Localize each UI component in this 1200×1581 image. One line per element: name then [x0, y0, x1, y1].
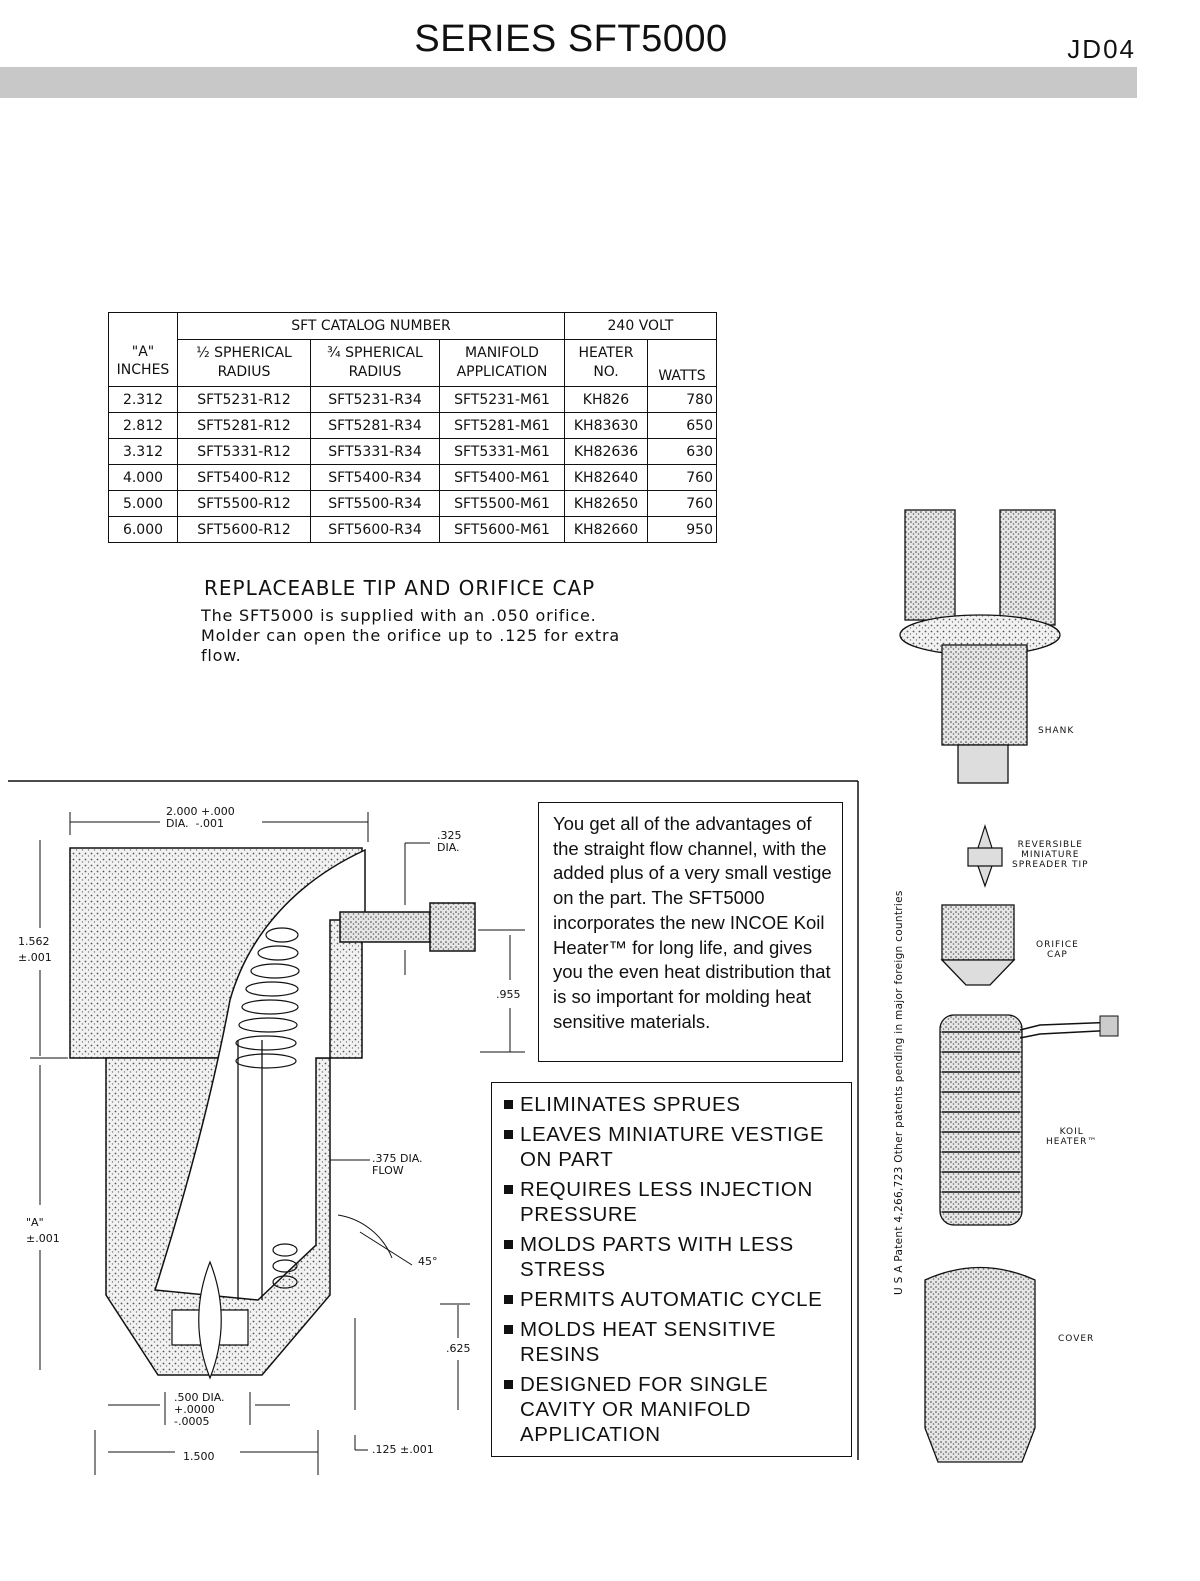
advantages-text: You get all of the advantages of the str…	[553, 813, 832, 1032]
feature-text: LEAVES MINIATURE VESTIGE ON PART	[520, 1123, 825, 1171]
replaceable-title: REPLACEABLE TIP AND ORIFICE CAP	[204, 576, 596, 600]
table-cell: SFT5500-R12	[177, 490, 311, 517]
col-half-spherical: ½ SPHERICAL RADIUS	[177, 339, 311, 387]
table-cell: 2.812	[108, 412, 178, 439]
advantages-box	[538, 802, 843, 1062]
feature-text: MOLDS PARTS WITH LESS STRESS	[520, 1233, 794, 1281]
table-cell: 6.000	[108, 516, 178, 543]
header-bar	[0, 67, 1137, 98]
dim-1562: 1.562 ±.001	[18, 935, 52, 964]
table-cell: SFT5331-M61	[439, 438, 565, 465]
table-cell: KH82650	[564, 490, 648, 517]
table-cell: SFT5600-R34	[310, 516, 440, 543]
table-cell: KH82660	[564, 516, 648, 543]
feature-item: DESIGNED FOR SINGLE CAVITY OR MANIFOLD A…	[503, 1372, 848, 1447]
dim-1500: 1.500	[183, 1450, 215, 1463]
catalog-table: "A" INCHES SFT CATALOG NUMBER 240 VOLT ½…	[108, 312, 717, 543]
feature-text: ELIMINATES SPRUES	[520, 1093, 741, 1116]
label-spreader-tip: REVERSIBLE MINIATURE SPREADER TIP	[1012, 840, 1089, 870]
bullet-square-icon	[504, 1295, 513, 1304]
col-watts: WATTS	[647, 339, 717, 387]
feature-item: REQUIRES LESS INJECTION PRESSURE	[503, 1177, 848, 1227]
bullet-square-icon	[504, 1185, 513, 1194]
table-cell: SFT5400-R12	[177, 464, 311, 491]
dim-flow-dia: .375 DIA. FLOW	[372, 1152, 423, 1177]
cover-part	[924, 1266, 1036, 1463]
dim-a: "A" ±.001	[26, 1216, 60, 1245]
table-cell: KH82636	[564, 438, 648, 465]
feature-text: PERMITS AUTOMATIC CYCLE	[520, 1288, 823, 1311]
bullet-square-icon	[504, 1240, 513, 1249]
heater-connector	[429, 902, 476, 952]
table-cell: 2.312	[108, 386, 178, 413]
feature-item: MOLDS PARTS WITH LESS STRESS	[503, 1232, 848, 1282]
flow-channel	[237, 1040, 263, 1300]
feature-text: REQUIRES LESS INJECTION PRESSURE	[520, 1178, 813, 1226]
table-cell: 630	[647, 438, 717, 465]
dim-angle: 45°	[418, 1255, 438, 1268]
col-a-inches: "A" INCHES	[108, 312, 178, 387]
feature-item: LEAVES MINIATURE VESTIGE ON PART	[503, 1122, 848, 1172]
shank-part	[899, 509, 1061, 784]
col-manifold: MANIFOLD APPLICATION	[439, 339, 565, 387]
feature-text: MOLDS HEAT SENSITIVE RESINS	[520, 1318, 777, 1366]
table-cell: 3.312	[108, 438, 178, 465]
dimension-lines	[30, 812, 525, 1475]
table-cell: 950	[647, 516, 717, 543]
table-cell: SFT5281-R34	[310, 412, 440, 439]
table-cell: SFT5281-R12	[177, 412, 311, 439]
table-cell: SFT5231-R12	[177, 386, 311, 413]
features-list: ELIMINATES SPRUES LEAVES MINIATURE VESTIG…	[503, 1092, 848, 1452]
feature-text: DESIGNED FOR SINGLE CAVITY OR MANIFOLD A…	[520, 1373, 769, 1446]
table-cell: SFT5231-R34	[310, 386, 440, 413]
feature-item: ELIMINATES SPRUES	[503, 1092, 848, 1117]
group-240-volt: 240 VOLT	[564, 312, 717, 340]
label-cover: COVER	[1058, 1334, 1095, 1344]
bullet-square-icon	[504, 1325, 513, 1334]
page-code: JD04	[1067, 34, 1136, 64]
patent-note: U S A Patent 4,266,723 Other patents pen…	[893, 890, 905, 1295]
table-cell: SFT5331-R12	[177, 438, 311, 465]
feature-item: PERMITS AUTOMATIC CYCLE	[503, 1287, 848, 1312]
feature-item: MOLDS HEAT SENSITIVE RESINS	[503, 1317, 848, 1367]
dim-625: .625	[446, 1342, 471, 1355]
label-koil-heater: KOIL HEATER™	[1046, 1127, 1098, 1147]
cutaway-section	[154, 848, 366, 1301]
features-box	[491, 1082, 852, 1457]
page-title: SERIES SFT5000	[414, 18, 728, 60]
label-shank: SHANK	[1038, 726, 1075, 736]
orifice-cap-part	[940, 904, 1016, 986]
dim-top-width: 2.000 +.000 DIA. -.001	[166, 805, 235, 830]
table-cell: KH82640	[564, 464, 648, 491]
table-cell: SFT5600-R12	[177, 516, 311, 543]
dim-inlet-dia: .325 DIA.	[437, 829, 462, 854]
dim-125: .125 ±.001	[372, 1443, 434, 1456]
table-cell: 650	[647, 412, 717, 439]
table-cell: SFT5500-R34	[310, 490, 440, 517]
table-cell: 760	[647, 464, 717, 491]
spreader-tip-part	[967, 824, 1003, 888]
bullet-square-icon	[504, 1130, 513, 1139]
table-cell: SFT5600-M61	[439, 516, 565, 543]
dim-orifice-dia: .500 DIA. +.0000 -.0005	[174, 1391, 225, 1428]
table-cell: 780	[647, 386, 717, 413]
table-cell: SFT5331-R34	[310, 438, 440, 465]
label-orifice-cap: ORIFICE CAP	[1036, 940, 1079, 960]
col-heater-no: HEATER NO.	[564, 339, 648, 387]
koil-heater-part	[939, 1014, 1119, 1226]
dim-955: .955	[496, 988, 521, 1001]
heater-inlet-pipe	[339, 911, 431, 943]
bullet-square-icon	[504, 1100, 513, 1109]
spreader-tip	[198, 1260, 222, 1380]
table-cell: SFT5500-M61	[439, 490, 565, 517]
bullet-square-icon	[504, 1380, 513, 1389]
koil-heater-section	[235, 927, 300, 1289]
replaceable-text: The SFT5000 is supplied with an .050 ori…	[201, 606, 620, 665]
